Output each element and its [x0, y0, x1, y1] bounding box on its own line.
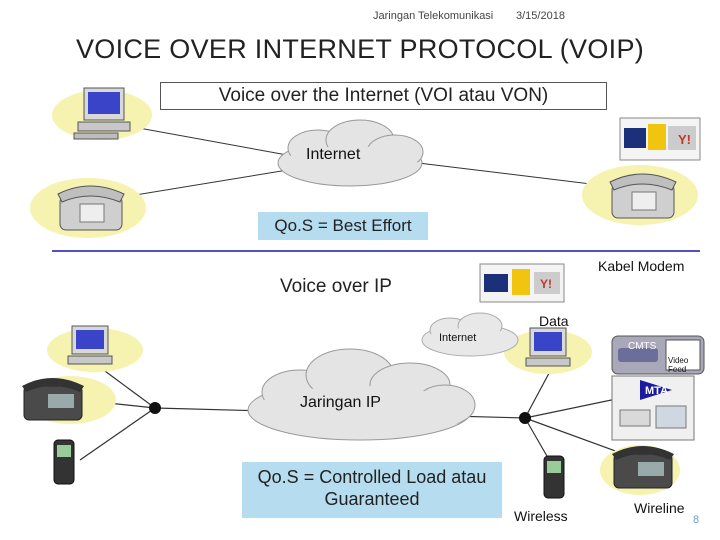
video-feed-label: Video Feed	[668, 356, 689, 374]
wireless-label: Wireless	[514, 508, 568, 524]
software-icons-bottom: Y!	[479, 263, 565, 303]
mta-label: MTA	[645, 385, 669, 397]
internet-label-small: Internet	[439, 332, 477, 344]
link-mobile-hub	[79, 407, 156, 461]
cmts-label: CMTS	[628, 341, 657, 352]
qos-controlled-load: Qo.S = Controlled Load atau Guaranteed	[242, 462, 502, 518]
desktop-computer-icon-right	[525, 327, 571, 367]
page-title: VOICE OVER INTERNET PROTOCOL (VOIP)	[75, 34, 645, 64]
desk-phone-icon-right	[612, 446, 674, 489]
ip-network-cloud	[247, 348, 476, 441]
desk-phone-icon-left	[22, 378, 84, 421]
internet-cloud-top	[277, 119, 424, 187]
desktop-computer-icon	[73, 87, 131, 140]
page-number: 8	[693, 514, 700, 526]
telephone-icon-right	[609, 173, 677, 219]
internet-label-top: Internet	[306, 146, 361, 163]
voice-over-ip-heading: Voice over IP	[280, 276, 392, 297]
network-node-right	[519, 412, 531, 424]
svg-text:Y!: Y!	[678, 132, 691, 147]
data-label: Data	[539, 313, 569, 329]
ip-network-label: Jaringan IP	[300, 394, 381, 411]
svg-text:Y!: Y!	[540, 277, 552, 291]
internet-cloud-small	[421, 312, 519, 357]
mta-device	[611, 375, 695, 441]
qos-best-effort: Qo.S = Best Effort	[258, 212, 428, 240]
cmts-device	[611, 335, 705, 375]
software-icons-top: Y!	[619, 117, 701, 161]
header-course: Jaringan Telekomunikasi	[373, 10, 494, 22]
desktop-computer-icon-left	[67, 325, 113, 365]
telephone-icon-left	[57, 185, 125, 231]
network-node-left	[149, 402, 161, 414]
header-date: 3/15/2018	[516, 10, 565, 22]
subtitle-voi: Voice over the Internet (VOI atau VON)	[160, 82, 607, 110]
mobile-phone-icon-left	[53, 439, 75, 485]
mobile-phone-icon-right	[543, 455, 565, 499]
kabel-modem-label: Kabel Modem	[598, 258, 685, 274]
wireline-label: Wireline	[634, 500, 685, 516]
